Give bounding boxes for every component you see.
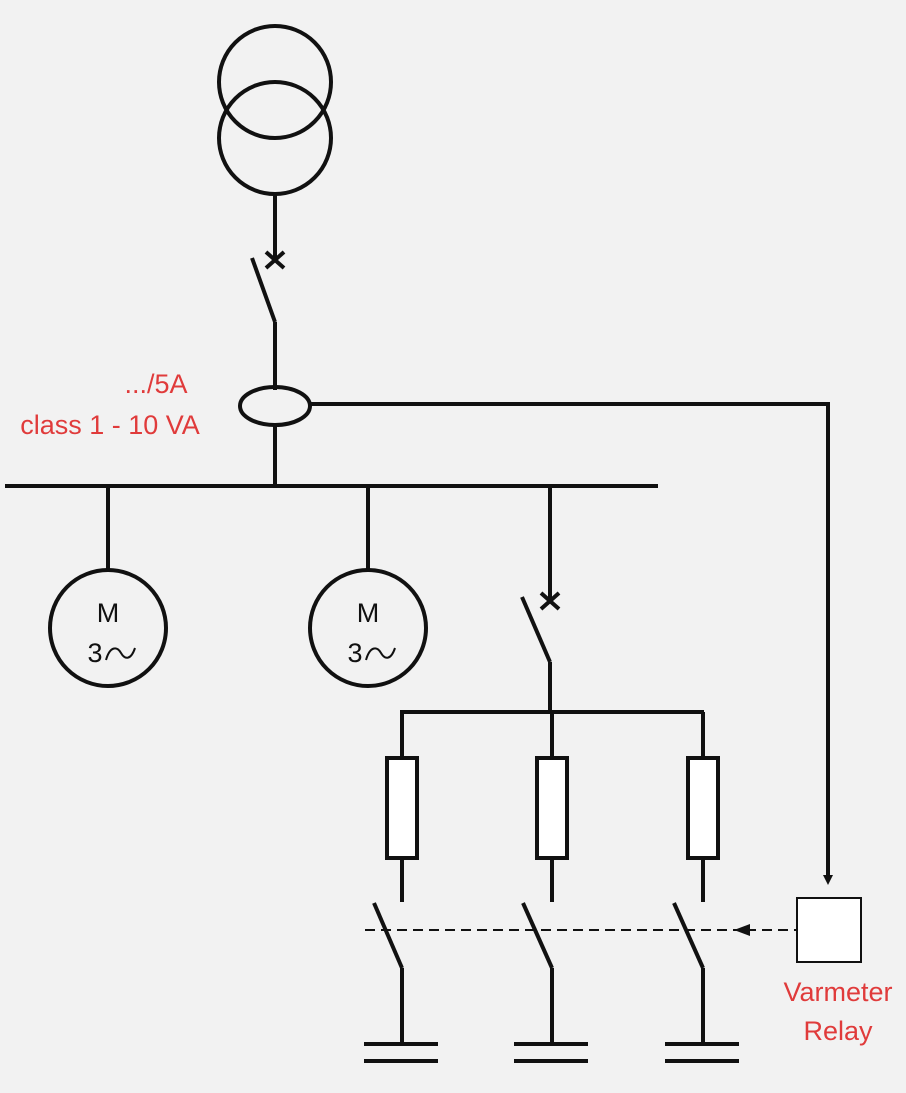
- motor-2-phase: 3: [347, 638, 362, 668]
- motor-2-ac-icon: [365, 647, 396, 661]
- varmeter-relay-box: [796, 897, 862, 963]
- ct-ratio-label: .../5A: [124, 369, 187, 399]
- capacitor-step-3: [665, 712, 739, 1063]
- contactor-1: [372, 902, 404, 969]
- capacitor-step-2: [514, 712, 588, 1063]
- contactor-2: [521, 902, 554, 969]
- motor-1-phase: 3: [87, 638, 102, 668]
- relay-label-line2: Relay: [803, 1016, 873, 1046]
- current-transformer: [238, 385, 312, 486]
- ct-class-label: class 1 - 10 VA: [20, 410, 200, 440]
- capacitor-feeder-breaker: [520, 486, 561, 712]
- motor-1-ac-icon: [105, 647, 136, 661]
- motor-1: M 3: [48, 486, 168, 688]
- contactor-3: [672, 902, 705, 969]
- motor-2-symbol: M: [357, 598, 380, 628]
- relay-label-line1: Varmeter: [783, 977, 892, 1007]
- fuse-3: [686, 756, 720, 860]
- main-circuit-breaker: [250, 194, 286, 390]
- motor-1-symbol: M: [97, 598, 120, 628]
- fuse-1: [385, 756, 419, 860]
- capacitor-step-1: [364, 712, 438, 1063]
- relay-control-arrow: [734, 924, 750, 936]
- fuse-2: [535, 756, 569, 860]
- transformer-symbol: [217, 24, 333, 196]
- motor-2: M 3: [308, 486, 428, 688]
- ct-secondary-wire: [310, 402, 833, 885]
